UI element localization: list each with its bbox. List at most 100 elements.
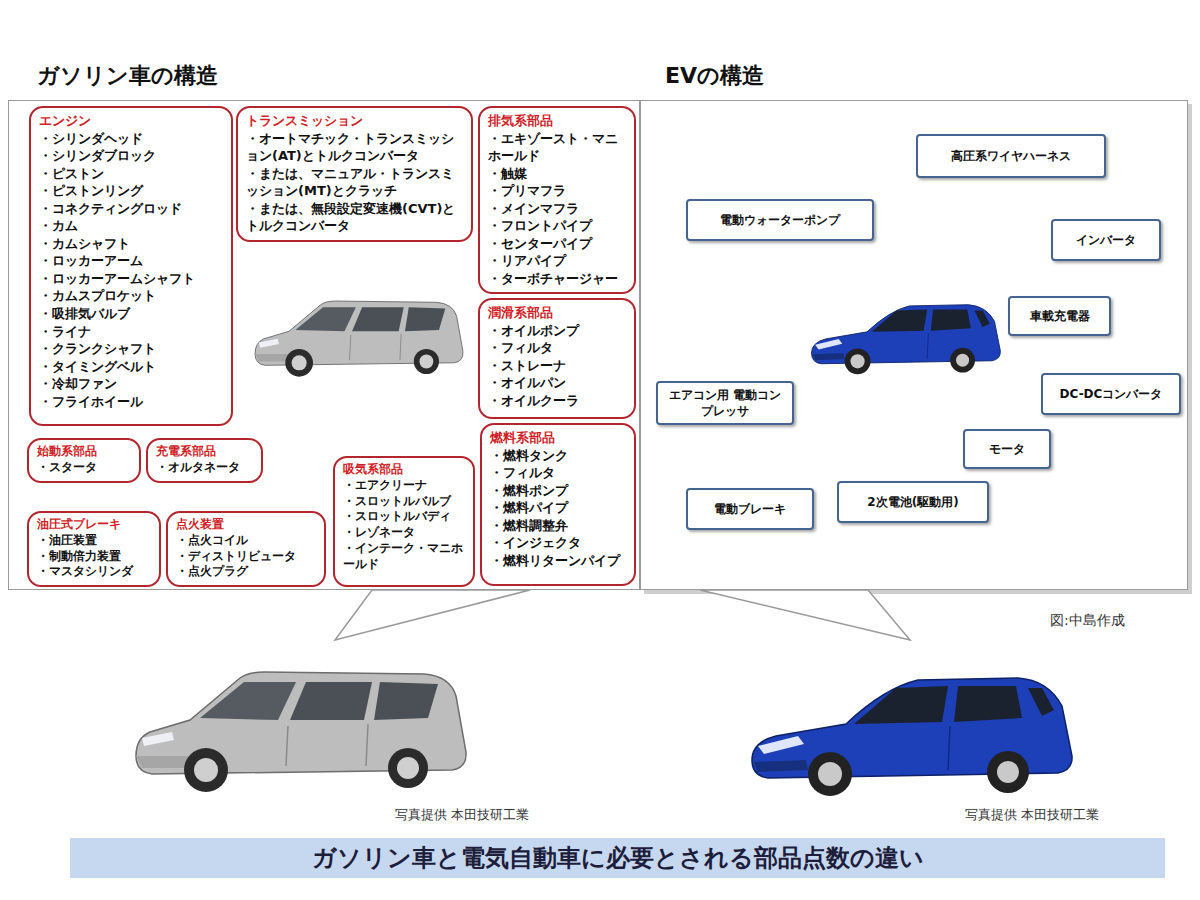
part-item: ・オイルクーラ (488, 392, 628, 410)
part-item: ・油圧装置 (37, 533, 153, 549)
part-item: ・カムシャフト (39, 235, 225, 253)
part-item: ・または、無段設定変速機(CVT)とトルクコンバータ (246, 200, 465, 235)
part-item: ・ストレーナ (488, 357, 628, 375)
ev-part-box: 車載充電器 (1008, 296, 1111, 336)
part-group-box: 排気系部品・エキゾースト・マニホールド・触媒・プリマフラ・メインマフラ・フロント… (478, 106, 636, 294)
part-item: ・吸排気バルブ (39, 305, 225, 323)
ev-part-label: DC-DCコンバータ (1060, 386, 1163, 402)
ev-car-picture (752, 678, 1072, 796)
ev-car-picture (812, 305, 1001, 375)
part-item: ・オイルポンプ (488, 322, 628, 340)
part-item: ・フロントパイプ (488, 217, 628, 235)
part-item: ・インテーク・マニホールド (343, 541, 467, 573)
ev-part-box: DC-DCコンバータ (1041, 373, 1181, 415)
ev-part-box: 電動ウォーターポンプ (686, 199, 874, 241)
caption-band: ガソリン車と電気自動車に必要とされる部品点数の違い (70, 838, 1165, 878)
ev-part-label: 電動ブレーキ (714, 501, 786, 517)
gasoline-car-picture (255, 301, 463, 377)
part-item: ・オイルパン (488, 374, 628, 392)
ev-part-label: 2次電池(駆動用) (867, 494, 958, 510)
part-item: ・ターボチャージャー (488, 270, 628, 288)
part-item: ・センターパイプ (488, 235, 628, 253)
part-item: ・冷却ファン (39, 375, 225, 393)
group-heading: 点火装置 (176, 517, 318, 533)
ev-part-label: モータ (989, 441, 1025, 457)
part-item: ・ロッカーアームシャフト (39, 270, 225, 288)
part-group-box: 油圧式ブレーキ・油圧装置・制動倍力装置・マスタシリンダ (27, 511, 161, 587)
group-heading: 吸気系部品 (343, 462, 467, 478)
part-item: ・燃料リターンパイプ (490, 552, 628, 570)
part-group-box: 燃料系部品・燃料タンク・フィルタ・燃料ポンプ・燃料パイプ・燃料調整弁・インジェク… (480, 423, 636, 586)
part-item: ・プリマフラ (488, 182, 628, 200)
photo-credit: 写真提供 本田技研工業 (965, 806, 1099, 824)
ev-part-box: 2次電池(駆動用) (837, 481, 989, 523)
part-item: ・ライナ (39, 323, 225, 341)
part-item: ・インジェクタ (490, 534, 628, 552)
part-item: ・フィルタ (488, 339, 628, 357)
part-item: ・または、マニュアル・トランスミッション(MT)とクラッチ (246, 165, 465, 200)
part-group-box: 点火装置・点火コイル・ディストリビュータ・点火プラグ (166, 511, 326, 587)
part-item: ・ピストン (39, 165, 225, 183)
part-item: ・フィルタ (490, 464, 628, 482)
group-heading: トランスミッション (246, 112, 465, 130)
part-item: ・燃料パイプ (490, 499, 628, 517)
ev-part-label: インバータ (1076, 232, 1136, 248)
part-item: ・メインマフラ (488, 200, 628, 218)
part-item: ・点火プラグ (176, 564, 318, 580)
part-item: ・スロットルバディ (343, 509, 467, 525)
callout-tail (335, 590, 530, 640)
ev-part-box: 高圧系ワイヤハーネス (916, 134, 1106, 178)
part-item: ・エアクリーナ (343, 478, 467, 494)
ev-part-box: エアコン用 電動コンプレッサ (656, 381, 794, 425)
part-group-box: エンジン・シリンダヘッド・シリンダブロック・ピストン・ピストンリング・コネクティ… (29, 106, 233, 426)
photo-credit: 写真提供 本田技研工業 (395, 806, 529, 824)
part-item: ・エキゾースト・マニホールド (488, 130, 628, 165)
panel-ground (640, 100, 1188, 590)
part-group-box: 潤滑系部品・オイルポンプ・フィルタ・ストレーナ・オイルパン・オイルクーラ (478, 298, 636, 419)
part-item: ・ピストンリング (39, 182, 225, 200)
gasoline-car-picture (136, 672, 466, 792)
part-group-box: トランスミッション・オートマチック・トランスミッション(AT)とトルクコンバータ… (236, 106, 473, 242)
part-item: ・燃料タンク (490, 447, 628, 465)
part-item: ・燃料ポンプ (490, 482, 628, 500)
part-group-box: 充電系部品・オルタネータ (146, 438, 263, 483)
part-item: ・コネクティングロッド (39, 200, 225, 218)
part-item: ・スタータ (37, 460, 133, 476)
part-item: ・シリンダブロック (39, 147, 225, 165)
part-item: ・点火コイル (176, 533, 318, 549)
part-item: ・触媒 (488, 165, 628, 183)
part-item: ・フライホイール (39, 393, 225, 411)
part-item: ・カムスプロケット (39, 287, 225, 305)
part-item: ・リアパイプ (488, 252, 628, 270)
group-heading: 始動系部品 (37, 444, 133, 460)
part-group-box: 吸気系部品・エアクリーナ・スロットルバルブ・スロットルバディ・レゾネータ・インテ… (333, 456, 475, 587)
part-item: ・制動倍力装置 (37, 549, 153, 565)
group-heading: 油圧式ブレーキ (37, 517, 153, 533)
ev-part-label: 電動ウォーターポンプ (720, 212, 840, 228)
group-heading: エンジン (39, 112, 225, 130)
group-heading: 排気系部品 (488, 112, 628, 130)
ev-part-box: モータ (963, 429, 1051, 469)
part-item: ・スロットルバルブ (343, 494, 467, 510)
part-item: ・ディストリビュータ (176, 549, 318, 565)
part-item: ・マスタシリンダ (37, 564, 153, 580)
ev-part-box: インバータ (1051, 219, 1161, 261)
ev-part-label: 高圧系ワイヤハーネス (951, 148, 1071, 164)
part-item: ・オルタネータ (156, 460, 255, 476)
part-item: ・ロッカーアーム (39, 252, 225, 270)
group-heading: 充電系部品 (156, 444, 255, 460)
structure-panel: ガソリン車の構造エンジン・シリンダヘッド・シリンダブロック・ピストン・ピストンリ… (8, 100, 640, 590)
group-heading: 燃料系部品 (490, 429, 628, 447)
ev-part-label: エアコン用 電動コンプレッサ (664, 387, 786, 419)
part-group-box: 始動系部品・スタータ (27, 438, 141, 483)
structure-panel: EVの構造高圧系ワイヤハーネス電動ウォーターポンプインバータ車載充電器エアコン用… (640, 100, 1188, 590)
part-item: ・シリンダヘッド (39, 130, 225, 148)
caption-text: ガソリン車と電気自動車に必要とされる部品点数の違い (312, 842, 924, 874)
group-heading: 潤滑系部品 (488, 304, 628, 322)
part-item: ・オートマチック・トランスミッション(AT)とトルクコンバータ (246, 130, 465, 165)
part-item: ・タイミングベルト (39, 358, 225, 376)
part-item: ・クランクシャフト (39, 340, 225, 358)
credit-note: 図:中島作成 (1050, 612, 1125, 630)
callout-tail (700, 590, 910, 640)
